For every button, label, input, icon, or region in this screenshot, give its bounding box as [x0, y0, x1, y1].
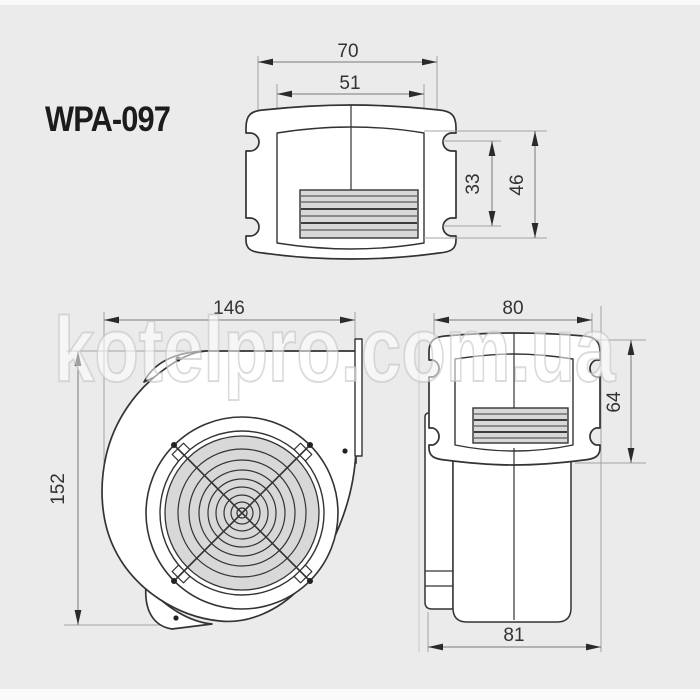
- outlet-flange: [354, 338, 363, 457]
- model-title: WPA-097: [45, 100, 171, 139]
- top-view-louver-block: [299, 189, 419, 239]
- dim-label-side-bottom-width: 81: [503, 625, 524, 646]
- front-view-drawing: 146 152: [48, 298, 363, 630]
- fan-grille: [145, 416, 339, 610]
- side-view-drawing: 80 64 81: [418, 298, 646, 652]
- ear-screw: [173, 615, 179, 621]
- side-view-lower-body: [452, 446, 572, 623]
- side-view-inner-shell: [454, 353, 574, 452]
- dim-label-side-top-width: 80: [502, 298, 523, 319]
- ear-screw: [175, 356, 181, 362]
- motor-protrusion: [424, 412, 454, 610]
- dim-label-side-upper-height: 64: [604, 391, 625, 413]
- dim-label-front-width: 146: [213, 298, 245, 319]
- top-view-inner-shell: [276, 126, 425, 250]
- ear-screw: [342, 448, 348, 454]
- dim-label-outer-width: 70: [337, 41, 358, 62]
- dim-label-front-height: 152: [48, 473, 69, 505]
- top-edge-band: [0, 0, 700, 5]
- dim-label-inner-width: 51: [339, 73, 360, 94]
- dim-label-notch-spacing: 33: [463, 173, 484, 194]
- top-view-drawing: 70 51 33 46: [245, 41, 547, 260]
- dim-label-inner-depth: 46: [507, 174, 528, 195]
- side-view-louver-block: [472, 407, 569, 444]
- bottom-edge-band: [0, 689, 700, 700]
- grille-cross-guard: [171, 442, 313, 584]
